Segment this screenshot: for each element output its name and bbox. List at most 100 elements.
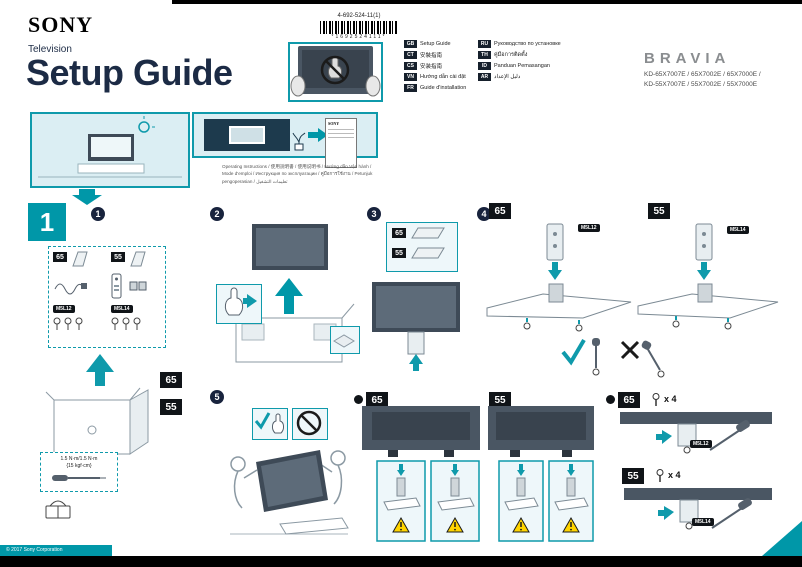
up-arrow-icon <box>86 354 114 386</box>
hand-icon <box>224 287 257 316</box>
size-55-tag: 55 <box>648 203 670 219</box>
down-arrow-icon <box>697 262 711 280</box>
fasten-screws-65 <box>620 412 772 454</box>
screws-icon <box>53 317 83 330</box>
language-label: Setup Guide <box>420 41 451 47</box>
torque-unit: {15 kgf·cm} <box>66 463 92 469</box>
language-label: Руководство по установке <box>494 41 561 47</box>
check-hand-icon <box>254 412 284 434</box>
language-code: GB <box>404 40 417 48</box>
stand-neck-icon <box>411 227 445 239</box>
tv-rear-55 <box>488 406 594 457</box>
mount-detail-65 <box>376 460 480 542</box>
no-touch-screen-figure <box>288 42 383 102</box>
attach-neck-illustration <box>372 282 460 371</box>
stand-slot-graphic <box>504 464 539 533</box>
foam-corner-inset <box>330 326 360 354</box>
language-code: FR <box>404 84 417 92</box>
screw-count: x 4 <box>668 470 681 480</box>
mount-detail-55 <box>498 460 594 542</box>
size-65-tag: 65 <box>618 392 640 408</box>
room-illustration <box>38 116 182 178</box>
left-arrow-icon <box>656 430 672 444</box>
stand-neck-icon <box>130 251 146 267</box>
operating-instructions-booklet: SONY <box>325 118 357 168</box>
up-arrow-icon <box>275 278 303 314</box>
ac-cord-icon <box>54 283 87 295</box>
hand-position-inset <box>216 284 262 324</box>
language-code: AR <box>478 73 491 81</box>
correct-grip-inset <box>252 408 288 440</box>
lift-tv-illustration <box>223 224 355 363</box>
screw-m5l14-tag: M5L14 <box>692 518 714 526</box>
language-label: Hướng dẫn cài đặt <box>420 74 466 80</box>
language-label: دليل الإعداد <box>494 74 521 80</box>
size-65-tag: 65 <box>392 228 406 238</box>
section-number: 1 <box>28 203 66 241</box>
stand-neck-icon <box>72 251 88 267</box>
language-label: 安装指南 <box>420 64 443 70</box>
carton-unpack-illustration <box>45 354 149 455</box>
torque-value: 1.5 N·m/1.5 N·m <box>60 456 98 462</box>
manual-cover-line <box>328 129 354 130</box>
size-65-tag: 65 <box>53 252 67 262</box>
batteries-icon <box>129 281 147 291</box>
ceiling-light-icon <box>138 121 150 133</box>
size-65-tag: 65 <box>489 203 511 219</box>
page-title: Setup Guide <box>26 52 233 93</box>
language-label: 安裝指南 <box>420 53 443 59</box>
wall-tv-screen <box>231 128 263 142</box>
up-arrow-icon <box>409 354 423 371</box>
screwdriver-icon <box>52 475 106 481</box>
foam-icon <box>333 334 355 348</box>
size-55-tag: 55 <box>392 248 406 258</box>
stand-slot-graphic <box>383 464 421 533</box>
tv-rear-65 <box>362 406 480 457</box>
screw-m5l14-tag: M5L14 <box>727 226 749 234</box>
stand-slot-graphic <box>554 464 589 533</box>
language-code: RU <box>478 40 491 48</box>
size-55-tag: 55 <box>160 399 182 415</box>
stand-assembly-65 <box>486 223 632 332</box>
language-label: Guide d'installation <box>420 85 467 91</box>
screw-m5l12-tag: M5L12 <box>53 305 75 313</box>
wall-tv-graphic <box>229 126 265 144</box>
down-arrow-icon <box>548 262 562 280</box>
check-icon <box>561 338 586 366</box>
stand-slot-graphic <box>437 464 475 533</box>
page-edge-bottom <box>0 556 802 567</box>
barcode-block: 4-692-524-11(1) *1692524111* <box>320 13 398 40</box>
screw-icon <box>656 469 664 482</box>
no-touch-illustration <box>290 46 381 97</box>
manual-cover-line <box>328 133 354 134</box>
fasten-screws-55 <box>624 488 772 530</box>
screw-count: x 4 <box>664 394 677 404</box>
toolbox-icon <box>45 500 71 519</box>
left-arrow-icon <box>658 506 674 520</box>
size-65-tag: 65 <box>160 372 182 388</box>
model-numbers: KD-65X7007E / 65X7002E / 65X7000E / KD-5… <box>644 70 761 90</box>
size-55-tag: 55 <box>622 468 644 484</box>
manual-caption: Operating Instructions / 使用說明書 / 使用说明书 /… <box>222 164 373 184</box>
sony-logo: SONY <box>28 12 94 37</box>
step-marker-2: 2 <box>210 207 224 221</box>
language-code: CT <box>404 51 417 59</box>
prohibition-icon <box>320 55 350 85</box>
language-code: ID <box>478 62 491 70</box>
incorrect-grip-inset <box>292 408 328 440</box>
bullet-marker <box>606 395 615 404</box>
stand-assembly-55 <box>637 223 779 330</box>
language-label: คู่มือการติดตั้ง <box>494 52 528 58</box>
screw-m5l12-tag: M5L12 <box>578 224 600 232</box>
plant-icon <box>292 132 306 151</box>
page-edge-top <box>172 0 802 4</box>
language-code: VN <box>404 73 417 81</box>
